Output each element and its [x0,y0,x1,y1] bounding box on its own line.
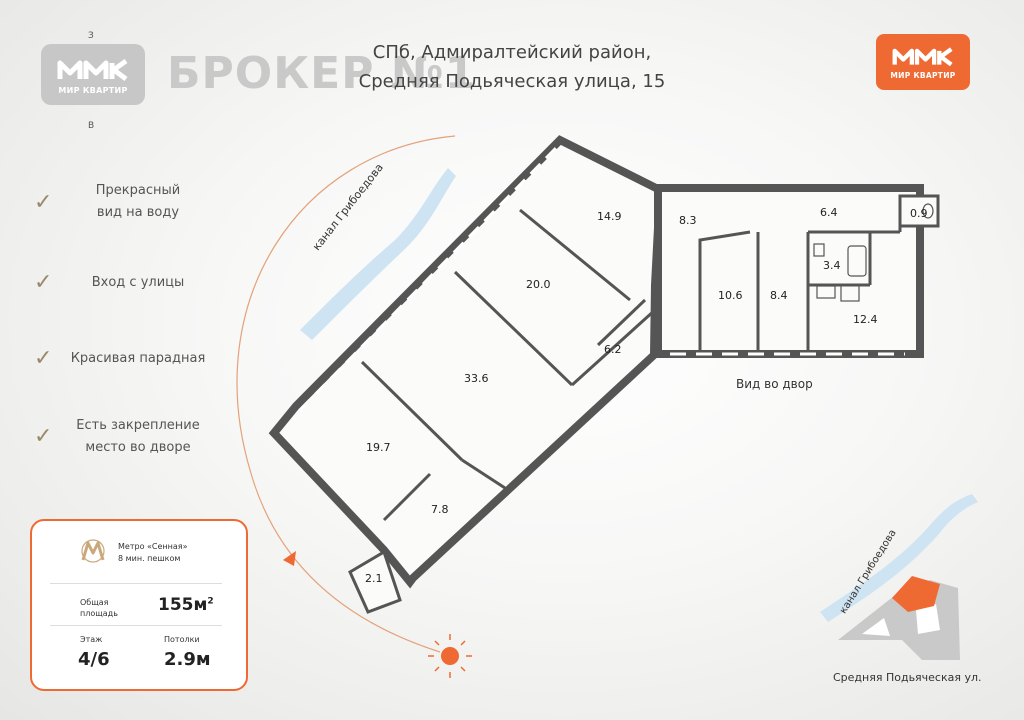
room-area-label: 20.0 [526,278,551,291]
room-area-label: 8.3 [679,214,697,227]
mk-logo-icon [57,58,128,81]
address-line-2: Средняя Подьяческая улица, 15 [358,71,666,92]
feature-item: Красивая парадная [70,351,206,366]
mini-map-highlight [892,576,940,612]
check-icon: ✓ [34,270,53,295]
room-area-label: 12.4 [853,313,878,326]
info-card: Метро «Сенная» 8 мин. пешком Общая площа… [30,519,248,691]
brand-logo: МИР КВАРТИР [876,34,970,90]
area-value: 155м2 [158,595,214,615]
feature-item: Прекрасный вид на воду [95,183,181,220]
canal-shape [300,168,456,340]
street-label: Средняя Подьяческая ул. [833,671,982,684]
bathtub-icon [847,245,867,277]
toilet-icon [922,203,934,219]
brand-watermark-text: БРОКЕР №1 [167,48,477,99]
floor-value: 4/6 [78,649,110,670]
kitchen-sink-icon [816,285,836,299]
room-area-label: 33.6 [464,372,489,385]
room-area-label: 8.4 [770,289,788,302]
room-area-label: 14.9 [597,210,622,223]
feature-item: Есть закрепление место во дворе [76,418,200,455]
metro-icon [81,539,105,563]
room-area-label: 3.4 [823,259,841,272]
yard-view-label: Вид во двор [736,377,813,391]
compass-north: З [88,31,94,41]
ceiling-value: 2.9м [164,649,211,670]
mk-logo-icon [892,47,953,67]
room-area-label: 10.6 [718,289,743,302]
sun-icon [428,634,472,678]
room-area-label: 0.9 [910,207,928,220]
room-area-label: 6.2 [604,343,622,356]
room-area-label: 2.1 [365,572,383,585]
feature-item: Вход с улицы [91,275,185,290]
metro-info: Метро «Сенная» 8 мин. пешком [118,541,228,565]
brand-logo-text: МИР КВАРТИР [890,71,956,80]
ceiling-label: Потолки [164,635,200,644]
floor-label: Этаж [80,635,103,644]
right-wing [654,184,940,358]
room-area-label: 7.8 [431,503,449,516]
arc-arrow-icon [283,551,296,566]
divider [50,625,222,626]
mini-canal-shape [820,494,978,622]
address-heading: СПб, Адмиралтейский район, Средняя Подья… [347,38,677,96]
watermark-logo: МИР КВАРТИР [41,44,145,105]
address-line-1: СПб, Адмиралтейский район, [372,42,652,63]
room-area-label: 19.7 [366,441,391,454]
compass-south: В [88,121,95,131]
metro-station: Метро «Сенная» [118,542,188,551]
sun-path-arc [236,135,456,653]
stove-icon [840,284,860,302]
sink-icon [813,243,825,257]
area-label: Общая площадь [80,598,118,618]
check-icon: ✓ [34,346,53,371]
mini-map-blocks [838,576,960,660]
check-icon: ✓ [34,424,53,449]
metro-walk-time: 8 мин. пешком [118,554,181,563]
watermark-logo-text: МИР КВАРТИР [58,85,128,95]
room-area-label: 6.4 [820,206,838,219]
check-icon: ✓ [34,190,53,215]
divider [50,583,222,584]
